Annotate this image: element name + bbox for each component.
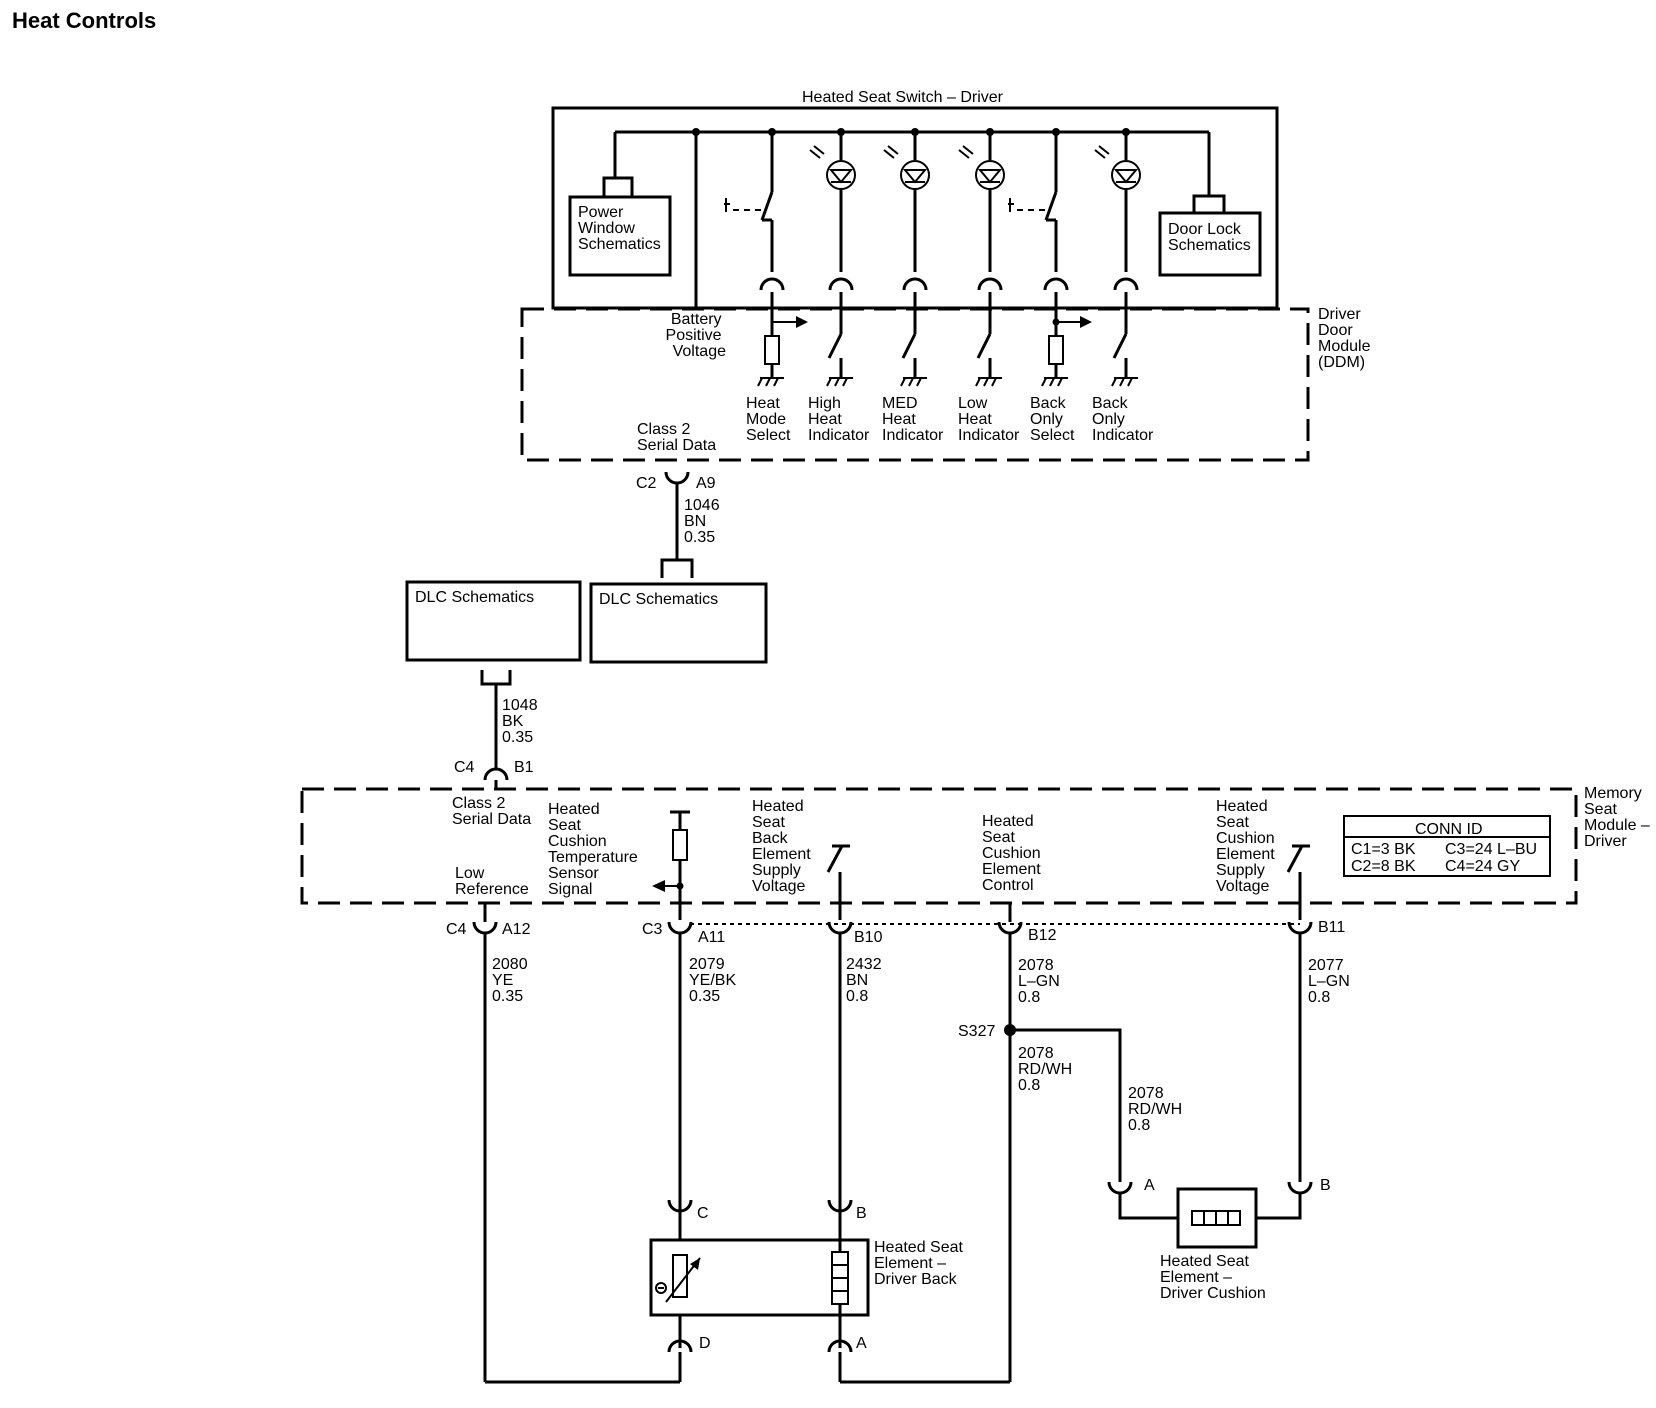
driver-door-module: Driver Door Module (DDM) Battery Positiv… <box>520 292 1375 492</box>
back-element-name: Heated Seat Element – Driver Back <box>874 1239 967 1288</box>
wire-2078-rdwh-2-label: 2078 RD/WH 0.8 <box>1128 1085 1187 1134</box>
dlc-schematics-label-1: DLC Schematics <box>415 589 534 606</box>
wire-2079-label: 2079 YE/BK 0.35 <box>689 956 741 1005</box>
led-indicator-med <box>883 132 930 272</box>
temp-sensor-signal-label: Heated Seat Cushion Temperature Sensor S… <box>548 801 642 898</box>
switch-title: Heated Seat Switch – Driver <box>802 89 1004 106</box>
led-indicator-back-only <box>1094 132 1141 272</box>
pin-a11-label: A11 <box>698 929 725 946</box>
connector-c4-b1 <box>483 767 509 781</box>
pin-b1-label: B1 <box>514 759 534 776</box>
cushion-supply-voltage-label: Heated Seat Cushion Element Supply Volta… <box>1216 798 1279 895</box>
heat-mode-select-label: Heat Mode Select <box>746 395 791 444</box>
ddm-class2-label: Class 2 Serial Data <box>637 421 716 454</box>
splice-s327-label: S327 <box>958 1023 995 1040</box>
pin-c-label: C <box>697 1205 709 1222</box>
connector-c2-a9 <box>664 471 690 485</box>
heated-seat-element-back: C B D A Heated Seat Element – Driver Bac… <box>649 1199 967 1382</box>
wire-2078-rdwh-2 <box>1010 1028 1122 1182</box>
cushion-element-body <box>1176 1187 1258 1249</box>
low-reference-label: Low Reference <box>455 865 529 898</box>
connector-c3-label: C3 <box>642 921 663 938</box>
wire-2432-label: 2432 BN 0.8 <box>846 956 886 1005</box>
connector-c3-a11 <box>667 921 693 935</box>
wire-1046-label: 1046 BN 0.35 <box>684 497 724 546</box>
pin-b-label: B <box>856 1205 867 1222</box>
connector-b12 <box>997 921 1023 935</box>
pin-b10-label: B10 <box>854 929 883 946</box>
connector-b11 <box>1287 921 1313 935</box>
connector-c4-label: C4 <box>454 759 475 776</box>
conn-id-c1: C1=3 BK <box>1351 841 1416 858</box>
connector-c4-label-2: C4 <box>446 921 467 938</box>
msm-outline <box>300 787 1578 905</box>
battery-positive-label: Battery Positive Voltage <box>666 311 727 360</box>
conn-id-table: CONN ID C1=3 BK C2=8 BK C3=24 L–BU C4=24… <box>1343 815 1551 877</box>
door-lock-schematics-label: Door Lock Schematics <box>1168 221 1251 254</box>
dlc-schematics-box-2[interactable] <box>589 582 768 664</box>
heated-seat-element-cushion: A B Heated Seat Element – Driver Cushion <box>1107 1177 1331 1302</box>
low-heat-indicator-label: Low Heat Indicator <box>958 395 1020 444</box>
conn-id-c2: C2=8 BK <box>1351 858 1416 875</box>
dlc-schematics-box-1[interactable] <box>405 580 582 662</box>
dlc-schematics-label-2: DLC Schematics <box>599 591 718 608</box>
connector-c4-a12 <box>472 921 498 935</box>
connector-b10 <box>827 921 853 935</box>
back-element-body <box>649 1238 870 1317</box>
connector-c2-label: C2 <box>636 475 657 492</box>
led-indicator-high <box>809 132 856 272</box>
conn-id-c3: C3=24 L–BU <box>1445 841 1537 858</box>
wire-2080-label: 2080 YE 0.35 <box>492 956 532 1005</box>
med-heat-indicator-label: MED Heat Indicator <box>882 395 944 444</box>
page-title: Heat Controls <box>12 8 156 33</box>
pin-b12-label: B12 <box>1028 927 1057 944</box>
msm-name: Memory Seat Module – Driver <box>1584 785 1654 850</box>
wire-2078-lgn-label: 2078 L–GN 0.8 <box>1018 957 1064 1006</box>
high-heat-indicator-label: High Heat Indicator <box>808 395 870 444</box>
conn-id-c4: C4=24 GY <box>1445 858 1520 875</box>
wire-2077-label: 2077 L–GN 0.8 <box>1308 957 1354 1006</box>
pin-a-label: A <box>856 1335 867 1352</box>
cushion-element-name: Heated Seat Element – Driver Cushion <box>1160 1253 1266 1302</box>
pin-d-label: D <box>699 1335 711 1352</box>
pin-a-cushion-label: A <box>1144 1177 1155 1194</box>
power-window-schematics-label: Power Window Schematics <box>578 204 661 253</box>
pin-b-cushion-label: B <box>1320 1177 1331 1194</box>
pin-b11-label: B11 <box>1318 919 1345 936</box>
power-window-schematics-box[interactable] <box>568 195 672 277</box>
back-only-indicator-label: Back Only Indicator <box>1092 395 1154 444</box>
back-only-select-label: Back Only Select <box>1030 395 1075 444</box>
pin-a9-label: A9 <box>696 475 716 492</box>
msm-class2-label: Class 2 Serial Data <box>452 795 531 828</box>
back-supply-voltage-label: Heated Seat Back Element Supply Voltage <box>752 798 815 895</box>
cushion-control-label: Heated Seat Cushion Element Control <box>982 813 1045 894</box>
heated-seat-switch: Heated Seat Switch – Driver Power Window… <box>551 86 1279 310</box>
wire-1048-label: 1048 BK 0.35 <box>502 697 542 746</box>
door-lock-schematics-box[interactable] <box>1158 211 1262 277</box>
pin-a12-label: A12 <box>502 921 531 938</box>
conn-id-title: CONN ID <box>1415 821 1483 838</box>
memory-seat-module: Memory Seat Module – Driver Class 2 Seri… <box>300 785 1654 920</box>
ddm-name: Driver Door Module (DDM) <box>1318 306 1375 371</box>
wire-2078-rdwh-1-label: 2078 RD/WH 0.8 <box>1018 1045 1077 1094</box>
led-indicator-low <box>958 132 1005 272</box>
